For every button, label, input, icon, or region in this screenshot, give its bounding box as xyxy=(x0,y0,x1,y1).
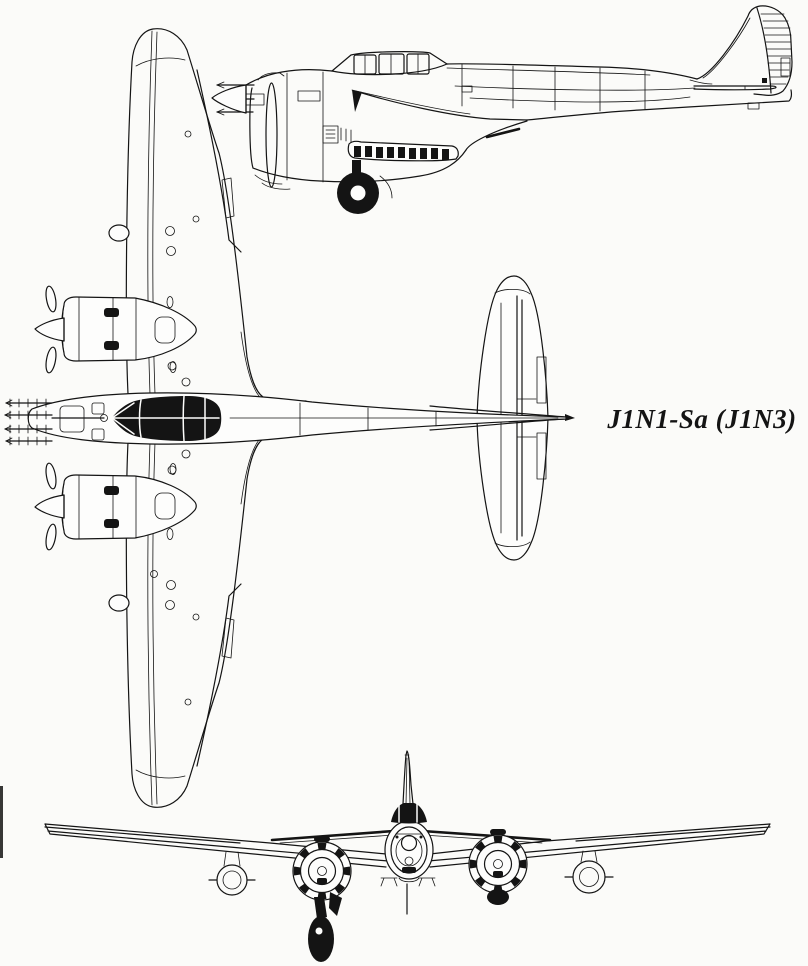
side-wing-root xyxy=(351,89,528,151)
tailwheel-strut xyxy=(380,877,436,915)
left-landing-gear-icon xyxy=(308,892,342,962)
front-tail-fin xyxy=(402,750,414,805)
port-engine-nacelle xyxy=(34,285,197,374)
aircraft-designation-label: J1N1-Sa (J1N3) xyxy=(607,404,797,434)
starboard-engine-nacelle xyxy=(34,462,197,551)
right-landing-gear-icon xyxy=(487,889,509,905)
side-fuselage xyxy=(245,63,792,121)
front-fuselage xyxy=(384,820,434,883)
port-wing xyxy=(108,28,307,402)
plan-canopy xyxy=(111,395,222,442)
main-wheel-icon xyxy=(337,160,393,214)
right-drop-tank-icon xyxy=(564,850,614,894)
tail-fin xyxy=(689,5,793,110)
front-view xyxy=(44,750,771,962)
plan-view xyxy=(4,28,575,808)
front-canopy xyxy=(391,803,427,824)
front-left-wing xyxy=(44,823,389,868)
side-view xyxy=(211,5,793,214)
plan-radar-antennas-icon xyxy=(4,398,53,446)
propeller-icon xyxy=(211,82,278,188)
left-drop-tank-icon xyxy=(208,851,256,896)
scan-artifact xyxy=(0,786,3,858)
starboard-wing xyxy=(108,434,307,808)
exhaust-stubs-icon xyxy=(347,140,459,162)
side-canopy xyxy=(331,51,448,76)
front-left-engine xyxy=(292,836,352,901)
front-right-wing xyxy=(427,823,771,868)
front-right-engine xyxy=(468,829,528,894)
side-tailplane xyxy=(693,85,777,91)
